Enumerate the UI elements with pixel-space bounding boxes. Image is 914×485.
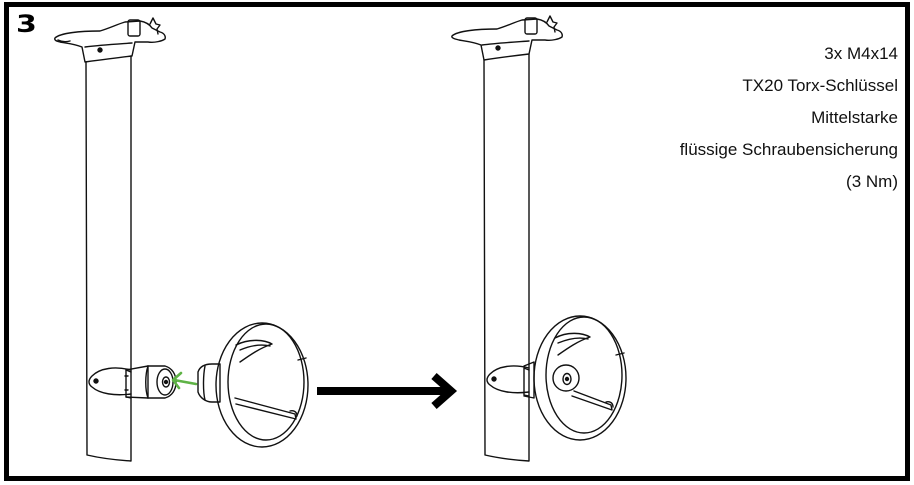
mast-head-right — [451, 15, 563, 61]
propeller-guard-right — [533, 315, 627, 441]
insert-arrow-icon — [171, 371, 198, 390]
part-screws: 3x M4x14 — [824, 44, 898, 63]
part-torque: (3 Nm) — [846, 172, 898, 191]
fuselage-left — [88, 365, 177, 399]
before-illustration — [54, 17, 309, 462]
part-threadlocker-strength: Mittelstarke — [811, 108, 898, 127]
mast-head-left — [54, 17, 166, 63]
transition-arrow-icon — [317, 373, 458, 409]
parts-list: 3x M4x14 TX20 Torx-Schlüssel Mittelstark… — [680, 38, 898, 198]
part-torx-key: TX20 Torx-Schlüssel — [742, 76, 898, 95]
mast-left — [85, 55, 132, 462]
after-illustration — [451, 15, 627, 462]
fuselage-right — [486, 361, 535, 399]
diagram-frame — [4, 2, 910, 481]
step-number: 3 — [16, 10, 37, 38]
part-threadlocker: flüssige Schraubensicherung — [679, 140, 898, 159]
propeller-guard-left — [197, 322, 309, 448]
mast-right — [483, 53, 530, 462]
